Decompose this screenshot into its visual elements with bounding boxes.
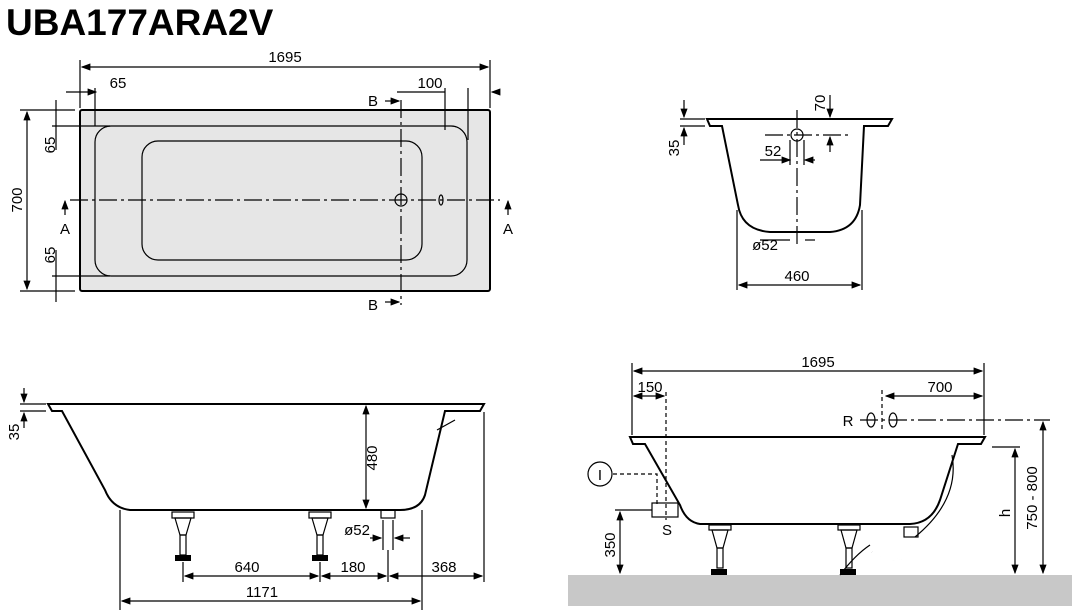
- side-view-a: 35 480 ø52 640 180 368 1171: [6, 388, 486, 610]
- dim-length: 1695: [801, 354, 834, 371]
- model-title: UBA177ARA2V: [6, 2, 274, 43]
- leg: [708, 524, 732, 575]
- floor: [568, 575, 1072, 606]
- section-a-label: A: [503, 221, 513, 238]
- overflow-icon: [438, 194, 444, 206]
- dim-socket-height: 350: [602, 532, 619, 557]
- section-a-label: A: [60, 221, 70, 238]
- section-b-view: 35 70 52 ø52 460: [666, 95, 894, 290]
- overflow-icon: [790, 128, 804, 142]
- socket-box: [651, 502, 679, 518]
- dim-width: 700: [9, 187, 26, 212]
- dim-drain-diameter: ø52: [344, 522, 370, 539]
- dim-end-offset: 368: [431, 559, 456, 576]
- dim-overflow-offset: 70: [812, 95, 829, 112]
- dim-rim-height-range: 750 - 800: [1024, 466, 1041, 529]
- dim-drain-diameter: ø52: [752, 237, 778, 254]
- dim-rim-bottom: 65: [42, 247, 59, 264]
- dim-rim-right: 100: [417, 75, 442, 92]
- leg: [308, 511, 332, 561]
- dim-leg-spacing: 640: [234, 559, 259, 576]
- dim-left-offset: 150: [637, 379, 662, 396]
- dim-depth: 480: [364, 445, 381, 470]
- tap-label: R: [843, 413, 854, 430]
- tap-icon: [888, 412, 898, 428]
- dim-rim-height: 35: [6, 424, 23, 441]
- section-b-label: B: [368, 93, 378, 110]
- dim-tap-offset: 700: [927, 379, 952, 396]
- leg: [837, 524, 861, 575]
- installation-view: 1695 150 700 R I S 350 h 750 - 800: [568, 354, 1072, 606]
- dim-rim-height: 35: [666, 140, 683, 157]
- tub-rim-inner: [94, 125, 468, 277]
- top-view: 1695 65 100 700 65 65 A A B B: [9, 49, 513, 314]
- dim-rim-left: 65: [110, 75, 127, 92]
- dim-drain-offset: 180: [340, 559, 365, 576]
- dim-rim-top: 65: [42, 137, 59, 154]
- leg: [171, 511, 195, 561]
- socket-label: S: [662, 522, 672, 539]
- dim-bottom-width: 460: [784, 268, 809, 285]
- dim-overflow-width: 52: [765, 143, 782, 160]
- info-label: I: [598, 467, 602, 484]
- info-circle-icon: [587, 461, 613, 487]
- dim-leg-span: 1171: [246, 584, 278, 601]
- dim-height-h: h: [997, 509, 1014, 517]
- dim-length: 1695: [268, 49, 301, 66]
- section-b-label: B: [368, 297, 378, 314]
- drain-icon: [394, 193, 408, 207]
- tap-icon: [866, 412, 876, 428]
